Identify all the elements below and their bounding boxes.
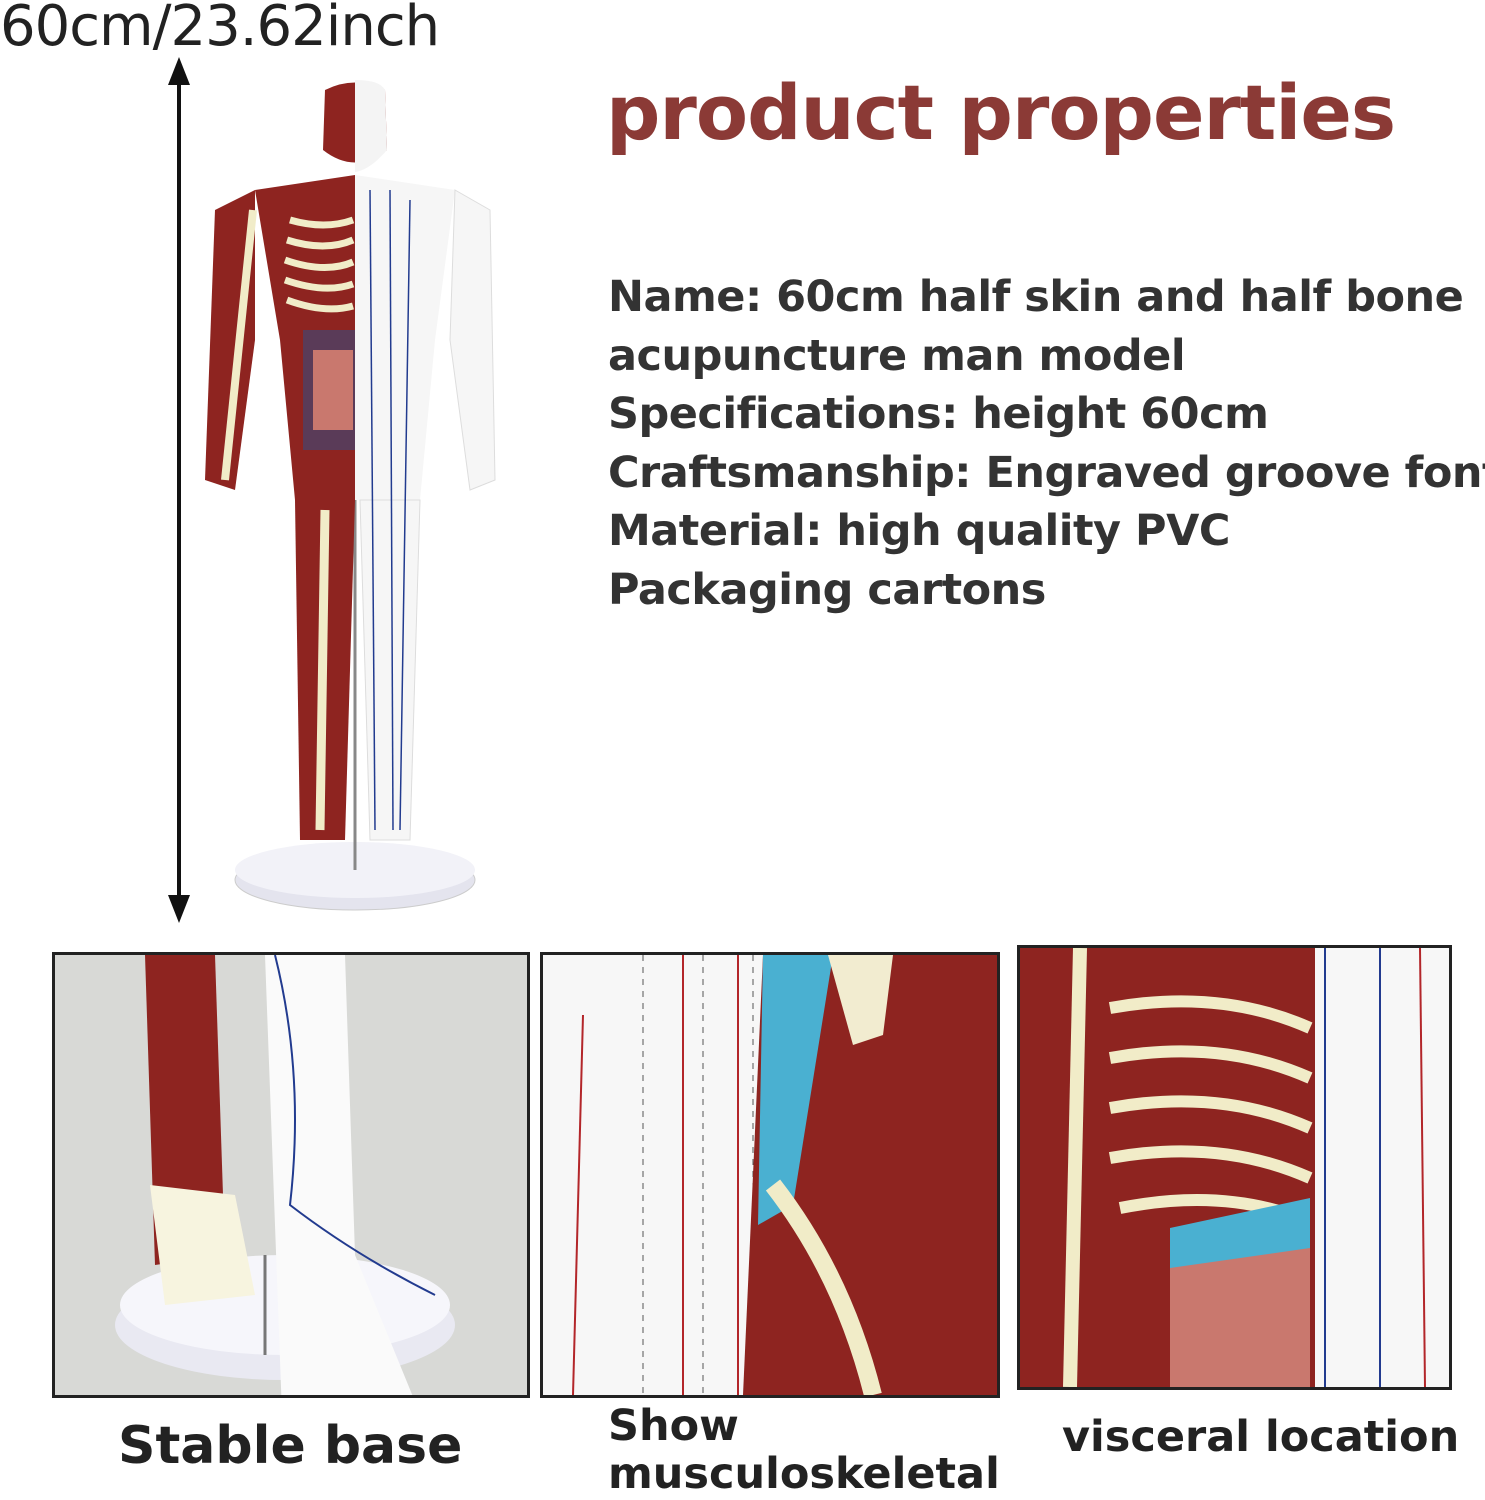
caption-musculoskeletal: Show musculoskeletal [608, 1402, 1000, 1498]
spec-material: Material: high quality PVC [608, 506, 1230, 556]
caption-visceral-location: visceral location [1062, 1412, 1460, 1462]
caption-line-1: Show [608, 1401, 739, 1451]
height-arrow-icon [168, 57, 190, 923]
spec-name: Name: 60cm half skin and half bone [608, 272, 1464, 322]
caption-line-2: musculoskeletal [608, 1449, 1000, 1499]
visceral-location-photo [1017, 945, 1452, 1390]
spec-packaging: Packaging cartons [608, 564, 1046, 615]
stable-base-photo [52, 952, 530, 1398]
height-dimension-label: 60cm/23.62inch [0, 0, 440, 59]
specs-list: Name: 60cm half skin and half bone acupu… [608, 268, 1485, 619]
caption-stable-base: Stable base [118, 1416, 463, 1476]
page-title: product properties [606, 68, 1396, 157]
spec-craftsmanship: Craftsmanship: Engraved groove font [608, 447, 1485, 498]
spec-name-continued: acupuncture man model [608, 330, 1186, 381]
musculoskeletal-photo [540, 952, 1000, 1398]
spec-specifications: Specifications: height 60cm [608, 389, 1269, 439]
acupuncture-model-image [205, 80, 496, 911]
